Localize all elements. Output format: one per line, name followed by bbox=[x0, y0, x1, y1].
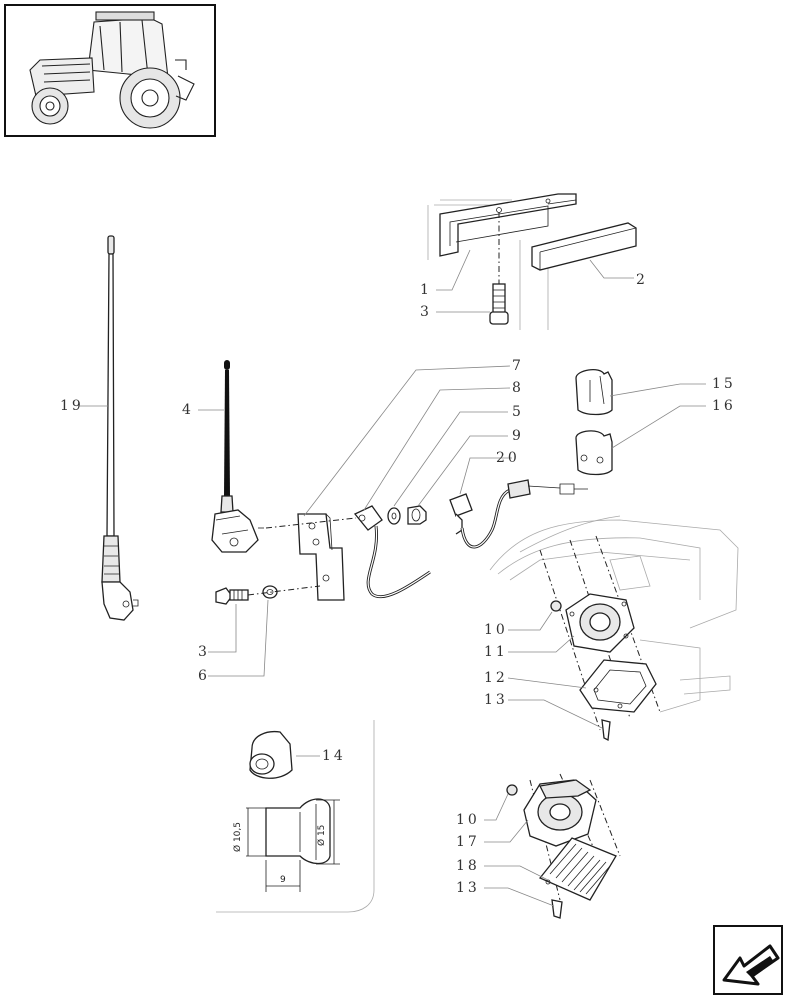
antenna-cable-part-5 bbox=[353, 505, 431, 599]
washer-part-9 bbox=[387, 505, 427, 525]
dimension-labels: Ø 10,5 Ø 15 9 bbox=[232, 822, 327, 885]
label-12: 12 bbox=[484, 670, 508, 686]
label-20: 20 bbox=[496, 450, 520, 466]
bracket-part-1 bbox=[439, 193, 577, 257]
next-page-arrow-icon bbox=[722, 944, 780, 986]
label-3-lower: 3 bbox=[198, 644, 210, 660]
screw-part-3-top bbox=[489, 283, 509, 325]
label-2: 2 bbox=[636, 272, 648, 288]
adapter-cable-part-20 bbox=[449, 479, 588, 549]
label-13-lower: 13 bbox=[456, 880, 480, 896]
long-antenna-part-19 bbox=[101, 235, 139, 621]
grommet-part-14 bbox=[249, 730, 293, 779]
detail-box bbox=[216, 720, 375, 913]
label-10-lower: 10 bbox=[456, 812, 480, 828]
label-1: 1 bbox=[420, 282, 432, 298]
mounting-plate-part-7 bbox=[265, 513, 357, 601]
speaker-assembly-upper bbox=[539, 535, 661, 741]
label-19: 19 bbox=[60, 398, 84, 414]
label-6: 6 bbox=[198, 668, 210, 684]
label-16: 16 bbox=[712, 398, 736, 414]
label-9: 9 bbox=[512, 428, 524, 444]
bracket-assembly bbox=[427, 193, 637, 330]
grommet-section-drawing bbox=[246, 798, 340, 892]
short-antenna-part-4 bbox=[211, 360, 264, 553]
label-13-upper: 13 bbox=[484, 692, 508, 708]
tractor-thumbnail bbox=[4, 4, 216, 137]
tractor-thumbnail-icon bbox=[29, 11, 195, 129]
grommet-part-16 bbox=[575, 430, 613, 476]
label-10-upper: 10 bbox=[484, 622, 508, 638]
label-17: 17 bbox=[456, 834, 480, 850]
part-labels: 1 3 2 19 4 7 8 5 9 20 15 16 3 6 10 11 12… bbox=[60, 272, 736, 896]
label-5: 5 bbox=[512, 404, 524, 420]
label-3-top: 3 bbox=[420, 304, 432, 320]
dim-outer-diameter: Ø 15 bbox=[316, 825, 327, 846]
grommet-part-15 bbox=[575, 368, 613, 416]
label-18: 18 bbox=[456, 858, 480, 874]
label-14: 14 bbox=[322, 748, 346, 764]
label-11: 11 bbox=[484, 644, 508, 660]
dim-inner-diameter: Ø 10,5 bbox=[232, 822, 243, 852]
label-8: 8 bbox=[512, 380, 524, 396]
label-15: 15 bbox=[712, 376, 736, 392]
leader-lines bbox=[80, 249, 706, 907]
rubber-pad-part-2 bbox=[531, 222, 637, 271]
speaker-assembly-lower bbox=[506, 773, 621, 919]
cab-background bbox=[489, 515, 739, 713]
dim-width: 9 bbox=[280, 875, 286, 885]
label-7: 7 bbox=[512, 358, 524, 374]
next-page-button[interactable] bbox=[713, 925, 783, 995]
label-4: 4 bbox=[182, 402, 194, 418]
bolt-part-3-lower bbox=[215, 585, 321, 605]
